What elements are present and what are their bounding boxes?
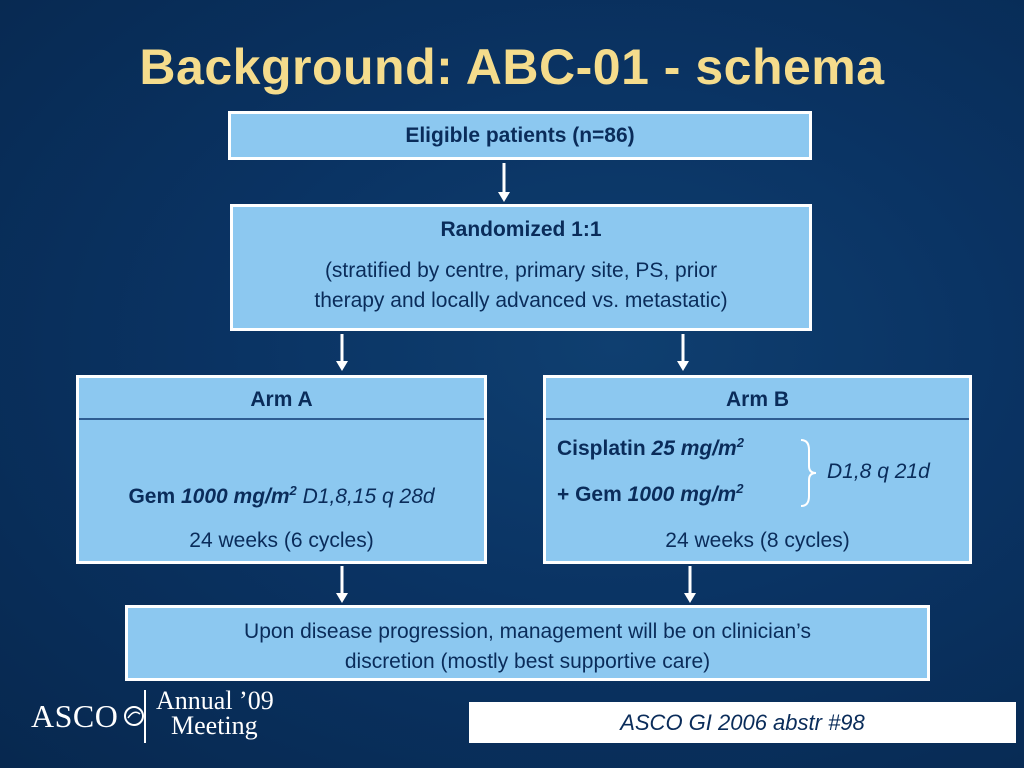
outcome-line-1: Upon disease progression, management wil… [244, 620, 811, 643]
logo-annual-label: Annual ’09 [156, 686, 274, 715]
arm-b-drug-2-dose-exponent: 2 [736, 481, 744, 496]
arm-b-box: Arm B Cisplatin 25 mg/m2 + Gem 1000 mg/m… [543, 375, 972, 564]
stratification-note: (stratified by centre, primary site, PS,… [233, 256, 809, 316]
arrow-to-arm-a [336, 334, 348, 371]
slide-title: Background: ABC-01 - schema [139, 39, 885, 95]
arrow-to-arm-b [677, 334, 689, 371]
outcome-box: Upon disease progression, management wil… [125, 605, 930, 681]
arm-b-heading: Arm B [546, 378, 969, 420]
arm-a-schedule: D1,8,15 q 28d [302, 485, 435, 508]
arm-a-duration: 24 weeks (6 cycles) [189, 529, 374, 552]
logo-divider [144, 690, 146, 743]
logo-meeting-label: Meeting [171, 711, 258, 740]
curly-brace-icon [800, 439, 817, 507]
arrow-arm-b-to-outcome [684, 566, 696, 603]
arm-a-dose-exponent: 2 [289, 483, 297, 498]
arm-b-duration: 24 weeks (8 cycles) [665, 529, 850, 552]
arm-b-drug-1: Cisplatin 25 mg/m2 [557, 435, 744, 461]
arrow-eligible-to-randomized [498, 163, 510, 202]
stratification-line-1: (stratified by centre, primary site, PS,… [324, 259, 718, 282]
arm-b-drug-1-dose: 25 mg/m [651, 437, 737, 460]
citation-box: ASCO GI 2006 abstr #98 [469, 702, 1016, 743]
asco-globe-icon [124, 706, 144, 726]
arrow-arm-a-to-outcome [336, 566, 348, 603]
arm-b-drug-1-name: Cisplatin [557, 437, 646, 460]
randomized-box: Randomized 1:1 (stratified by centre, pr… [230, 204, 812, 331]
arm-a-heading: Arm A [79, 378, 484, 420]
arm-b-drug-2-name: + Gem [557, 483, 622, 506]
arm-b-drug-2-dose: 1000 mg/m [627, 483, 737, 506]
arm-a-box: Arm A Gem 1000 mg/m2 D1,8,15 q 28d 24 we… [76, 375, 487, 564]
arm-a-dose: 1000 mg/m [180, 485, 290, 508]
eligible-patients-box: Eligible patients (n=86) [228, 111, 812, 160]
arm-b-drug-1-dose-exponent: 2 [736, 435, 744, 450]
arm-b-drug-2: + Gem 1000 mg/m2 [557, 481, 744, 507]
randomized-heading: Randomized 1:1 [440, 218, 602, 241]
outcome-line-2: discretion (mostly best supportive care) [344, 650, 711, 673]
stratification-line-2: therapy and locally advanced vs. metasta… [314, 289, 728, 312]
arm-b-schedule: D1,8 q 21d [827, 460, 930, 483]
arm-a-regimen: Gem 1000 mg/m2 D1,8,15 q 28d [79, 483, 484, 509]
eligible-patients-label: Eligible patients (n=86) [405, 124, 635, 147]
asco-logo-text: ASCO [31, 698, 119, 734]
arm-a-drug: Gem [128, 485, 176, 508]
